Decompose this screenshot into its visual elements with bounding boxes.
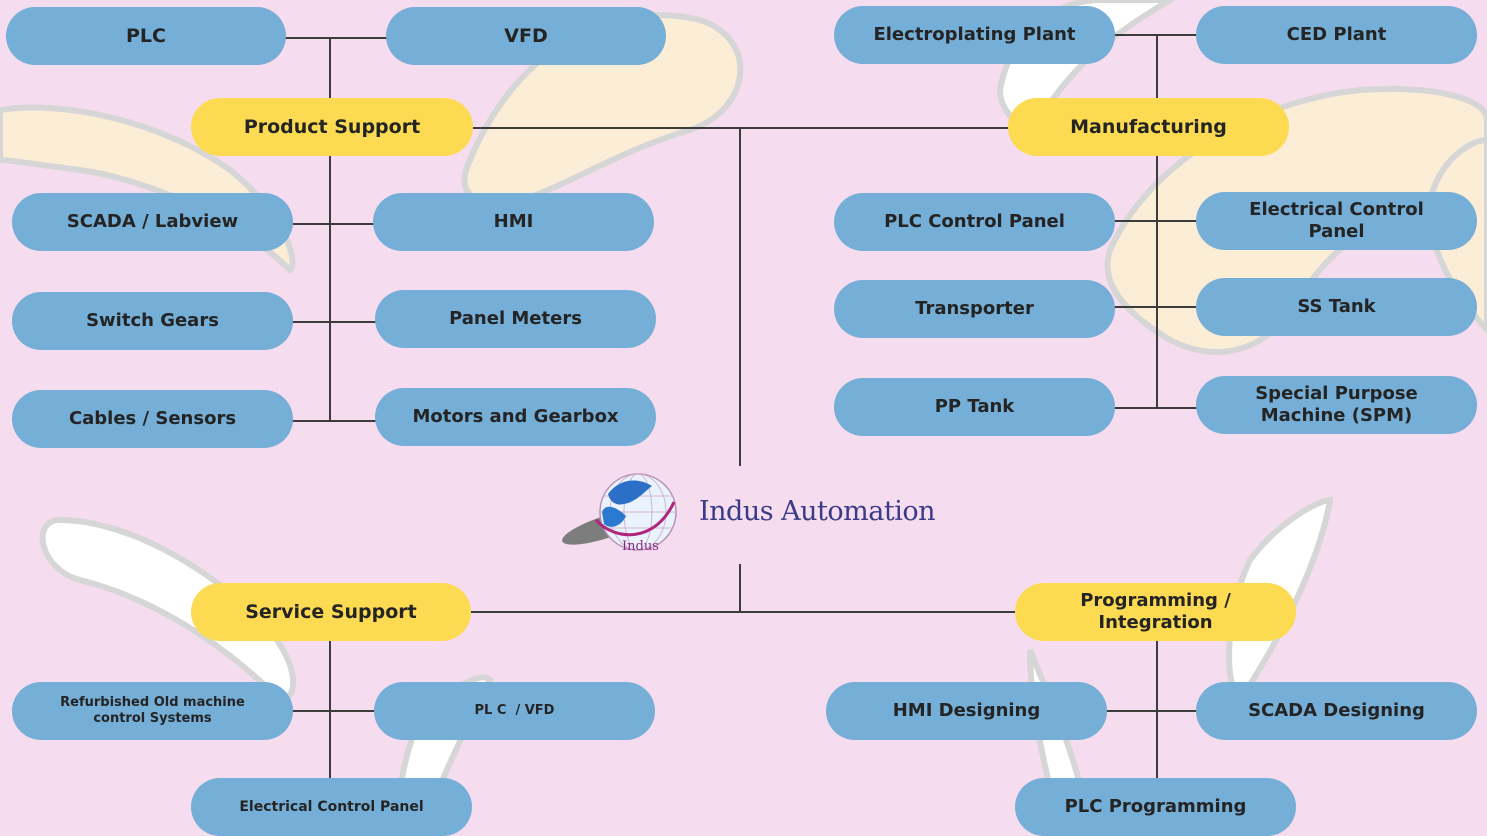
- node-label: PLC Control Panel: [884, 211, 1065, 233]
- node-spm: Special Purpose Machine (SPM): [1196, 376, 1477, 434]
- node-label: SCADA Designing: [1248, 700, 1425, 722]
- node-label: Motors and Gearbox: [412, 406, 619, 428]
- node-electroplating-plant: Electroplating Plant: [834, 6, 1115, 64]
- node-label: HMI: [493, 211, 534, 233]
- node-label: SS Tank: [1297, 296, 1376, 318]
- node-pp-tank: PP Tank: [834, 378, 1115, 436]
- node-label: Cables / Sensors: [68, 408, 237, 430]
- node-refurbished: Refurbished Old machine control Systems: [12, 682, 293, 740]
- category-product-support: Product Support: [191, 98, 473, 156]
- category-label: Product Support: [243, 115, 421, 138]
- node-label: CED Plant: [1286, 24, 1387, 46]
- node-scada-designing: SCADA Designing: [1196, 682, 1477, 740]
- node-label: Switch Gears: [86, 310, 219, 332]
- node-ss-tank: SS Tank: [1196, 278, 1477, 336]
- node-ced-plant: CED Plant: [1196, 6, 1477, 64]
- node-label: Refurbished Old machine control Systems: [60, 695, 245, 726]
- category-label: Manufacturing: [1070, 115, 1227, 138]
- category-manufacturing: Manufacturing: [1008, 98, 1289, 156]
- brand-name: Indus Automation: [699, 496, 936, 527]
- node-label: PL C / VFD: [474, 703, 555, 719]
- node-transporter: Transporter: [834, 280, 1115, 338]
- node-plc-programming: PLC Programming: [1015, 778, 1296, 836]
- category-label: Service Support: [245, 600, 417, 623]
- node-label: VFD: [504, 24, 548, 47]
- node-panel-meters: Panel Meters: [375, 290, 656, 348]
- node-label: Special Purpose Machine (SPM): [1255, 383, 1418, 426]
- node-vfd: VFD: [386, 7, 666, 65]
- category-label: Programming / Integration: [1080, 590, 1231, 633]
- node-label: SCADA / Labview: [66, 211, 239, 233]
- node-electrical-control-panel-service: Electrical Control Panel: [191, 778, 472, 836]
- node-label: Electrical Control Panel: [239, 798, 424, 815]
- node-scada-labview: SCADA / Labview: [12, 193, 293, 251]
- node-electrical-control-panel: Electrical Control Panel: [1196, 192, 1477, 250]
- node-label: Panel Meters: [449, 308, 582, 330]
- category-service-support: Service Support: [191, 583, 471, 641]
- node-label: Electroplating Plant: [873, 24, 1076, 46]
- node-switch-gears: Switch Gears: [12, 292, 293, 350]
- globe-logo-icon: Indus: [562, 473, 677, 554]
- node-plc: PLC: [6, 7, 286, 65]
- node-cables-sensors: Cables / Sensors: [12, 390, 293, 448]
- node-label: Electrical Control Panel: [1249, 199, 1424, 242]
- category-programming-integration: Programming / Integration: [1015, 583, 1296, 641]
- node-label: PLC: [126, 24, 166, 47]
- node-hmi: HMI: [373, 193, 654, 251]
- node-label: HMI Designing: [892, 700, 1041, 722]
- node-plc-control-panel: PLC Control Panel: [834, 193, 1115, 251]
- node-label: PLC Programming: [1064, 796, 1247, 818]
- logo-text: Indus: [622, 539, 659, 554]
- node-motors-gearbox: Motors and Gearbox: [375, 388, 656, 446]
- node-plc-vfd: PL C / VFD: [374, 682, 655, 740]
- node-hmi-designing: HMI Designing: [826, 682, 1107, 740]
- node-label: Transporter: [915, 298, 1034, 320]
- node-label: PP Tank: [934, 396, 1015, 418]
